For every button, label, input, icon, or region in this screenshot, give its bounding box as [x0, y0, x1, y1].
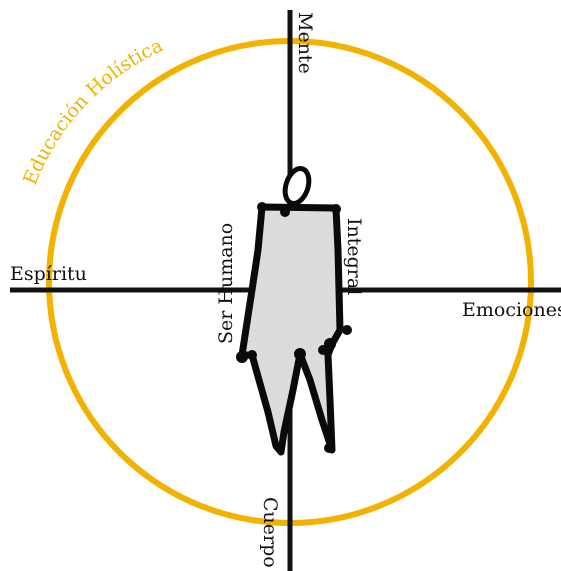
human-figure	[236, 165, 352, 453]
figure-joint	[247, 350, 257, 360]
figure-shoulders	[262, 207, 336, 208]
figure-joint	[257, 202, 267, 212]
figure-joint	[280, 207, 290, 217]
figure-head	[281, 165, 313, 206]
figure-label-left: Ser Humano	[215, 223, 237, 344]
axis-label-left: Espíritu	[10, 263, 87, 285]
axis-label-bottom: Cuerpo	[259, 497, 281, 568]
ring-label: Educación Holística	[19, 34, 166, 188]
figure-joint	[324, 443, 334, 453]
figure-joint	[342, 325, 352, 335]
figure-body	[242, 207, 340, 452]
figure-joint	[294, 348, 306, 360]
figure-joint	[318, 345, 328, 355]
figure-label-right: Integral	[343, 218, 365, 295]
figure-joint	[236, 351, 248, 363]
axis-label-top: Mente	[294, 12, 316, 74]
axis-label-right: Emociones	[462, 299, 561, 321]
figure-joint	[275, 443, 285, 453]
figure-joint	[331, 204, 341, 214]
